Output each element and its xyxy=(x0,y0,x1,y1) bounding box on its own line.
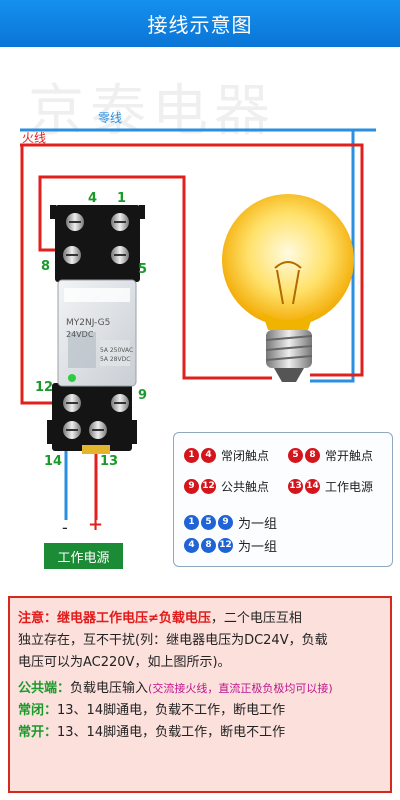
note-line-1: 注意：继电器工作电压≠负载电压，二个电压互相 xyxy=(18,608,382,630)
legend-circle: 1 xyxy=(184,448,199,463)
note-highlight: 继电器工作电压≠负载电压 xyxy=(57,611,211,626)
relay-voltage-text: 24VDC xyxy=(66,330,94,339)
pin-label-12: 12 xyxy=(35,380,54,395)
note-prefix: 常开： xyxy=(18,725,58,740)
power-plus-sign: + xyxy=(88,514,104,535)
legend-circle: 4 xyxy=(184,538,199,553)
wiring-diagram xyxy=(20,128,376,520)
note-line-5: 常闭：13、14脚通电，负载不工作，断电工作 xyxy=(18,700,382,722)
note-prefix: 常闭： xyxy=(18,703,58,718)
legend-text: 常开触点 xyxy=(325,449,374,463)
neutral-wire-label: 零线 xyxy=(98,111,123,125)
pin-label-13: 13 xyxy=(100,454,119,469)
note-text: ，二个电压互相 xyxy=(210,611,302,626)
legend-text: 为一组 xyxy=(238,517,278,532)
live-wire-label: 火线 xyxy=(22,131,47,145)
watermark-text: 京泰电器 xyxy=(28,79,276,144)
note-line-3: 电压可以为AC220V，如上图所示)。 xyxy=(18,655,231,670)
live-wire-to-12 xyxy=(20,145,58,405)
legend-circle: 12 xyxy=(201,479,216,494)
power-supply-label: 工作电源 xyxy=(44,543,123,569)
relay-rating-text-1: 5A 250VAC xyxy=(100,347,134,354)
notes-box: 注意：继电器工作电压≠负载电压，二个电压互相 独立存在，互不干扰(列：继电器电压… xyxy=(8,596,392,793)
note-prefix: 公共端： xyxy=(18,681,71,696)
pin-label-8: 8 xyxy=(41,259,51,274)
legend-text: 为一组 xyxy=(238,540,278,555)
power-minus-sign: - xyxy=(62,518,68,537)
relay-socket xyxy=(47,205,145,454)
legend-circle: 14 xyxy=(305,479,320,494)
legend-circle: 9 xyxy=(184,479,199,494)
note-line-6: 常开：13、14脚通电，负载工作，断电不工作 xyxy=(18,722,382,744)
neutral-wire-drop xyxy=(310,130,355,383)
legend-circle: 1 xyxy=(184,515,199,530)
light-bulb-icon xyxy=(222,194,354,382)
pin-label-14: 14 xyxy=(44,454,63,469)
legend-circle: 13 xyxy=(288,479,303,494)
legend-circle: 4 xyxy=(201,448,216,463)
legend-text: 工作电源 xyxy=(325,480,374,494)
pin-label-1: 1 xyxy=(117,191,127,206)
note-line-4: 公共端：负载电压输入(交流接火线，直流正极负极均可以接) xyxy=(18,678,382,700)
relay-model-text: MY2NJ-G5 xyxy=(66,318,111,328)
legend-text: 公共触点 xyxy=(221,480,270,494)
note-paren: (交流接火线，直流正极负极均可以接) xyxy=(148,682,333,695)
page-header: 接线示意图 xyxy=(0,0,400,47)
legend-circle: 12 xyxy=(218,538,233,553)
legend-circle: 9 xyxy=(218,515,233,530)
page-title: 接线示意图 xyxy=(147,13,253,37)
note-line-2: 独立存在，互不干扰(列：继电器电压为DC24V，负载 xyxy=(18,633,328,648)
relay-body xyxy=(57,279,137,387)
pin-label-5: 5 xyxy=(138,262,148,277)
pin-label-4: 4 xyxy=(88,191,98,206)
legend-circle: 8 xyxy=(305,448,320,463)
note-text: 13、14脚通电，负载不工作，断电工作 xyxy=(57,703,286,718)
pin-label-9: 9 xyxy=(138,388,148,403)
live-wire xyxy=(20,143,364,377)
legend-circle: 5 xyxy=(201,515,216,530)
legend-circle: 8 xyxy=(201,538,216,553)
legend-text: 常闭触点 xyxy=(221,449,270,463)
note-prefix: 注意： xyxy=(18,611,58,626)
relay-rating-text-2: 5A 28VDC xyxy=(100,356,131,363)
wire-8-loop xyxy=(38,175,272,380)
legend-circle: 5 xyxy=(288,448,303,463)
note-text: 13、14脚通电，负载工作，断电不工作 xyxy=(57,725,286,740)
note-text: 负载电压输入 xyxy=(70,681,149,696)
